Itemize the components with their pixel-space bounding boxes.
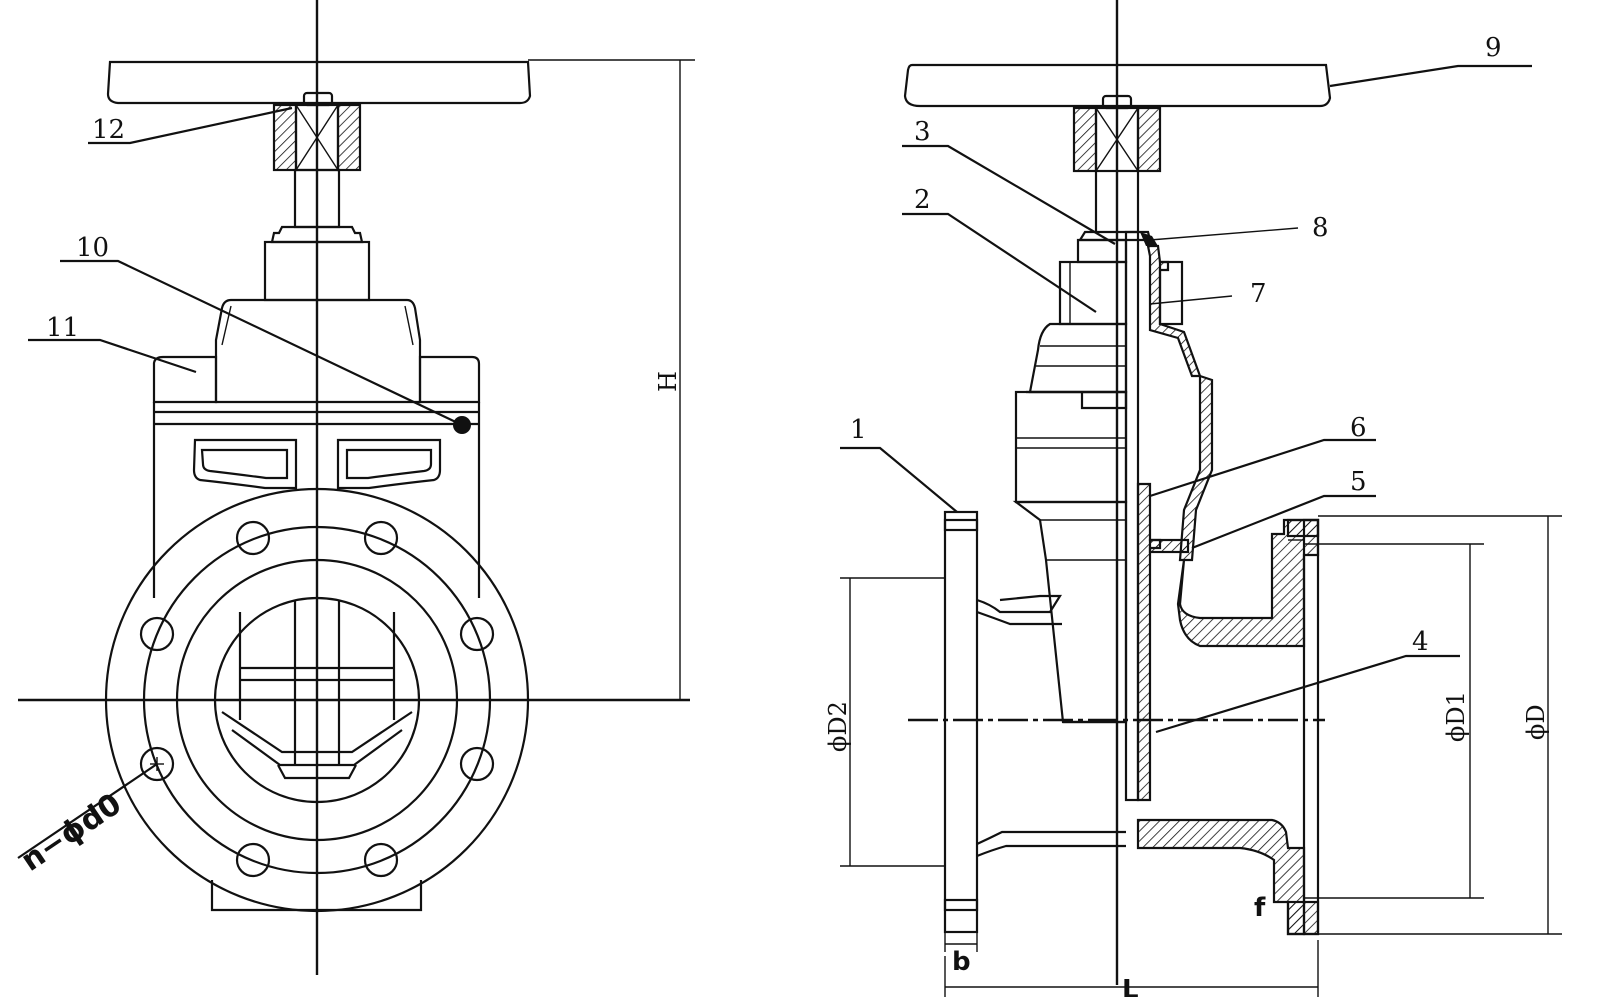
hub-left-hatched [272,103,298,172]
leader-12 [88,106,293,145]
bolt-hole [139,616,175,652]
seal-ring-8 [1140,232,1158,246]
callout-10: 10 [76,233,109,263]
callout-1: 1 [850,415,867,445]
leader-3 [902,144,1116,245]
callout-12: 12 [92,115,125,145]
leader-11 [28,338,197,374]
leader-bolt-holes [17,763,158,859]
callout-3: 3 [914,117,931,147]
bonnet-flange-left [152,355,218,404]
leader-1 [840,446,958,513]
left-flange [943,510,979,934]
bore-outer-ring [175,558,459,842]
leader-2 [902,212,1097,313]
bolt-hole [235,520,271,556]
callout-11: 11 [46,313,79,343]
dim-label-b: b [952,947,971,977]
bolt-hole [459,616,495,652]
leader-10-dot [453,416,471,434]
rib-left [192,438,298,490]
gate-core-hatched [1136,482,1162,802]
callout-8: 8 [1312,213,1329,243]
bolt-hole [235,842,271,878]
hub-right-hatched [336,103,362,172]
bonnet-flange-right [418,355,481,404]
handwheel-section [903,63,1332,108]
rib-right [336,438,442,490]
dim-label-f: f [1254,893,1266,923]
callout-2: 2 [914,185,931,215]
callout-9: 9 [1485,33,1502,63]
callout-6: 6 [1350,413,1367,443]
bonnet-wall-hatched [1146,244,1202,378]
body-upper-hatched [1176,518,1320,648]
leader-8 [1149,227,1299,241]
bolt-hole [139,746,175,782]
dim-label-d: ϕD [1522,704,1550,740]
front-view [17,0,695,975]
gate-wedge-bottom [221,711,413,754]
leader-5 [1191,494,1376,550]
bolt-hole [363,520,399,556]
body-lower-hatched [1136,818,1306,936]
bolt-hole-label: n−ϕd0 [15,787,128,879]
raised-face-ring [142,525,492,875]
leader-10 [60,259,463,426]
leader-6 [1149,438,1376,498]
bolt-hole [363,842,399,878]
bonnet-section-left [1028,322,1128,394]
dim-label-l: L [1122,975,1139,997]
bottom-pad [210,880,423,912]
callout-4: 4 [1412,627,1429,657]
leader-7 [1149,295,1233,305]
bore-inner-ring [213,596,421,804]
dim-label-d2: ϕD2 [824,701,852,752]
bolt-hole [459,746,495,782]
callout-7: 7 [1250,279,1267,309]
stem-section [1124,230,1140,802]
dim-label-d1: ϕD1 [1442,691,1470,742]
leader-9 [1329,64,1532,88]
dim-label-h: H [654,371,682,392]
leader-4 [1155,654,1460,734]
callout-5: 5 [1350,467,1367,497]
section-view [840,0,1562,997]
handwheel-front [106,60,532,105]
